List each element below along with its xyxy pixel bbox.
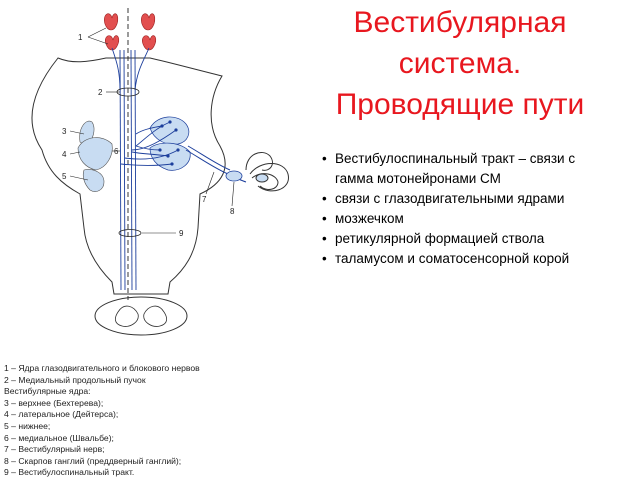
connection-item-text: мозжечком (335, 211, 404, 226)
slide-title-line: система. (398, 47, 522, 80)
legend-item: 2 – Медиальный продольный пучок (4, 374, 146, 385)
legend-item: 9 – Вестибулоспинальный тракт. (4, 467, 135, 478)
slide-title: Вестибулярная система. Проводящие пути (300, 2, 620, 125)
spinal-gray-matter (114, 305, 168, 327)
scarpa-ganglion (225, 170, 243, 182)
connections-list: Вестибулоспинальный тракт – связи с гамм… (322, 149, 638, 269)
diagram-label-3: 3 (62, 127, 67, 136)
mlf-fibers (111, 47, 150, 291)
diagram-label-4: 4 (62, 150, 67, 159)
nucleus-to-mlf-fibers (120, 121, 179, 166)
legend-item: 3 – верхнее (Бехтерева); (4, 397, 104, 408)
vestibular-pathways-diagram: 1 2 3 4 5 6 7 8 9 (31, 8, 289, 336)
legend-item: 8 – Скарпов ганглий (преддверный ганглий… (4, 455, 182, 466)
oculomotor-nucleus-right-top (141, 13, 156, 31)
diagram-label-5: 5 (62, 172, 67, 181)
connection-item: Вестибулоспинальный тракт – связи с гамм… (322, 149, 638, 189)
diagram-label-2: 2 (98, 88, 103, 97)
oculomotor-nucleus-left-top (104, 13, 119, 31)
connection-item-text: таламусом и соматосенсорной корой (335, 251, 570, 266)
vestibular-nuclei-right (149, 116, 191, 171)
oculomotor-nuclei (104, 13, 157, 51)
labyrinth (245, 152, 289, 192)
slide-title-line: Вестибулярная (353, 6, 567, 39)
legend-item: 1 – Ядра глазодвигательного и блокового … (4, 363, 200, 373)
diagram-label-8: 8 (230, 207, 235, 216)
brainstem-outline (31, 57, 226, 295)
oculomotor-nucleus-left-bottom (105, 35, 120, 51)
connection-item: ретикулярной формацией ствола (322, 229, 638, 249)
spinal-cord-section (94, 296, 188, 336)
oculomotor-nucleus-right-bottom (142, 35, 157, 51)
legend-item: 5 – нижнее; (4, 420, 51, 431)
legend-item: 4 – латеральное (Дейтерса); (4, 409, 119, 420)
diagram-legend: 1 – Ядра глазодвигательного и блокового … (4, 363, 200, 479)
connection-item: мозжечком (322, 209, 638, 229)
diagram-label-9: 9 (179, 229, 184, 238)
connection-item: таламусом и соматосенсорной корой (322, 249, 638, 269)
connection-item-text: ретикулярной формацией ствола (335, 231, 545, 246)
legend-item: Вестибулярные ядра: (4, 386, 91, 397)
legend-item: 6 – медиальное (Швальбе); (4, 432, 114, 443)
connection-item-text-cont: гамма мотонейронами СМ (335, 171, 501, 186)
connection-item-text: связи с глазодвигательными ядрами (335, 191, 565, 206)
diagram-label-7: 7 (202, 195, 207, 204)
lateral-nucleus-left (77, 137, 113, 171)
vestibular-nuclei-left (77, 120, 113, 192)
connection-item: связи с глазодвигательными ядрами (322, 189, 638, 209)
vestibulospinal-marker (118, 229, 142, 237)
diagram-label-1: 1 (78, 33, 83, 42)
diagram-label-6: 6 (114, 147, 119, 156)
connection-item-text: Вестибулоспинальный тракт – связи с (335, 151, 576, 166)
inferior-nucleus-left (82, 169, 105, 192)
slide-title-line: Проводящие пути (335, 88, 585, 121)
legend-item: 7 – Вестибулярный нерв; (4, 444, 105, 455)
label-leaders (69, 27, 235, 234)
